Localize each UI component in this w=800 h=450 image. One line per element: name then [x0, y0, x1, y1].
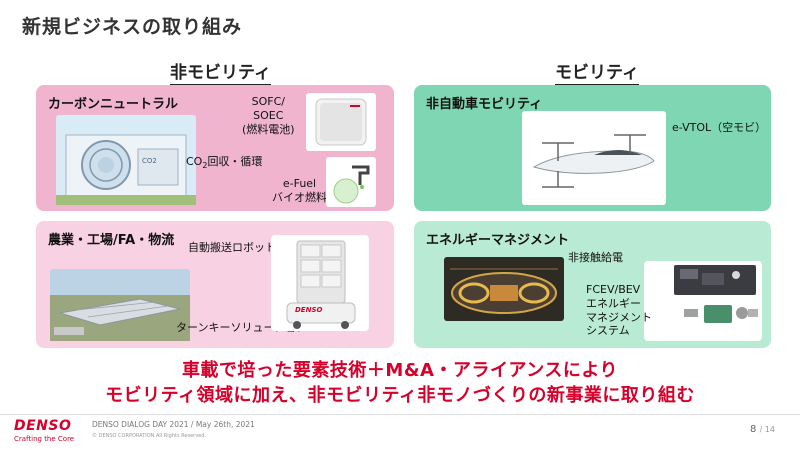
slide-title: 新規ビジネスの取り組み: [22, 16, 243, 38]
energy-system-image: [644, 261, 762, 341]
panel-energy-management: エネルギーマネジメント 非接触給電 FCEV/BEV エネルギー マネジメント …: [414, 221, 771, 348]
heading-mobility: モビリティ: [555, 58, 639, 86]
co2-capture-label: CO2回収・循環: [186, 155, 263, 171]
co2-plant-image: CO2: [56, 115, 196, 205]
key-message-line-2: モビリティ領域に加え、非モビリティ非モノづくりの新事業に取り組む: [105, 385, 695, 406]
panel-carbon-title: カーボンニュートラル: [48, 97, 179, 112]
panel-non-auto-mobility: 非自動車モビリティ e-VTOL（空モビ）: [414, 85, 771, 211]
heading-non-mobility: 非モビリティ: [170, 58, 271, 86]
footer-divider: [0, 414, 800, 415]
wireless-charging-image: [444, 257, 564, 321]
panel-energy-title: エネルギーマネジメント: [426, 233, 570, 248]
fcev-energy-label: FCEV/BEV エネルギー マネジメント システム: [586, 283, 652, 338]
event-info: DENSO DIALOG DAY 2021 / May 26th, 2021: [92, 420, 255, 429]
evtol-image: [522, 111, 666, 205]
page-number: 8 / 14: [750, 424, 775, 435]
copyright: © DENSO CORPORATION All Rights Reserved.: [92, 433, 206, 439]
panel-carbon-neutral: カーボンニュートラル CO2 CO2回収・循環 SOFC/ SOEC (燃料電池…: [36, 85, 394, 211]
panel-agri-factory-logistics: 農業・工場/FA・物流 自動搬送ロボット ターンキーソリューション DENSO: [36, 221, 394, 348]
total-pages: / 14: [759, 425, 775, 434]
panel-agri-title: 農業・工場/FA・物流: [48, 233, 175, 248]
current-page: 8: [750, 424, 757, 435]
efuel-label: e-Fuel バイオ燃料: [272, 177, 327, 204]
greenhouse-image: [50, 269, 190, 341]
wireless-charging-label: 非接触給電: [568, 251, 623, 264]
robot-label: 自動搬送ロボット: [188, 241, 276, 254]
logo-tagline: Crafting the Core: [14, 435, 75, 443]
robot-brand-mark: DENSO: [295, 306, 323, 314]
fuel-nozzle-image: [326, 157, 376, 207]
svg-text:CO2: CO2: [142, 157, 157, 165]
key-message-line-1: 車載で培った要素技術＋M&A・アライアンスにより: [181, 360, 619, 381]
sofc-label: SOFC/ SOEC (燃料電池): [242, 95, 295, 136]
robot-image: DENSO: [271, 235, 369, 331]
fuel-cell-image: [306, 93, 376, 151]
denso-logo: DENSO: [14, 418, 72, 434]
evtol-label: e-VTOL（空モビ）: [672, 121, 767, 134]
panel-mobility-title: 非自動車モビリティ: [426, 97, 543, 112]
